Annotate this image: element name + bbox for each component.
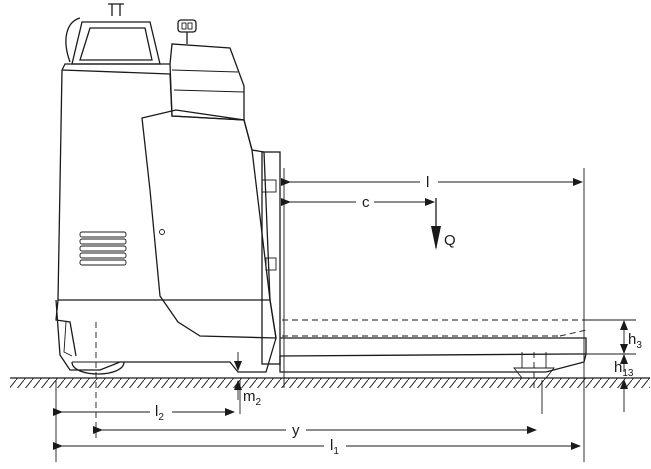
dimension-h3: h3 [620,320,642,354]
ground [10,377,650,388]
vent-grille [79,231,127,266]
dimension-c: c [281,194,435,211]
dimension-m2: m2 [234,352,262,408]
drive-wheel [71,361,125,375]
dimension-l: l [281,174,583,191]
load-wheel [513,352,555,392]
load-q: Q [431,198,456,250]
label-y: y [292,422,300,439]
key-icon [177,19,197,44]
label-m2: m2 [243,388,262,408]
dimension-l1: l1 [53,437,581,457]
label-h3: h3 [628,331,642,351]
label-c: c [362,194,370,211]
label-q: Q [444,232,456,249]
reference-lines [55,168,636,462]
label-h13: h13 [614,359,634,379]
label-l1: l1 [330,437,339,457]
label-l2: l2 [155,403,164,423]
dimension-l2: l2 [53,403,235,423]
truck-body [55,3,281,375]
label-l: l [426,174,429,191]
dimension-h13: h13 [614,354,634,412]
dimension-y: y [93,422,537,439]
